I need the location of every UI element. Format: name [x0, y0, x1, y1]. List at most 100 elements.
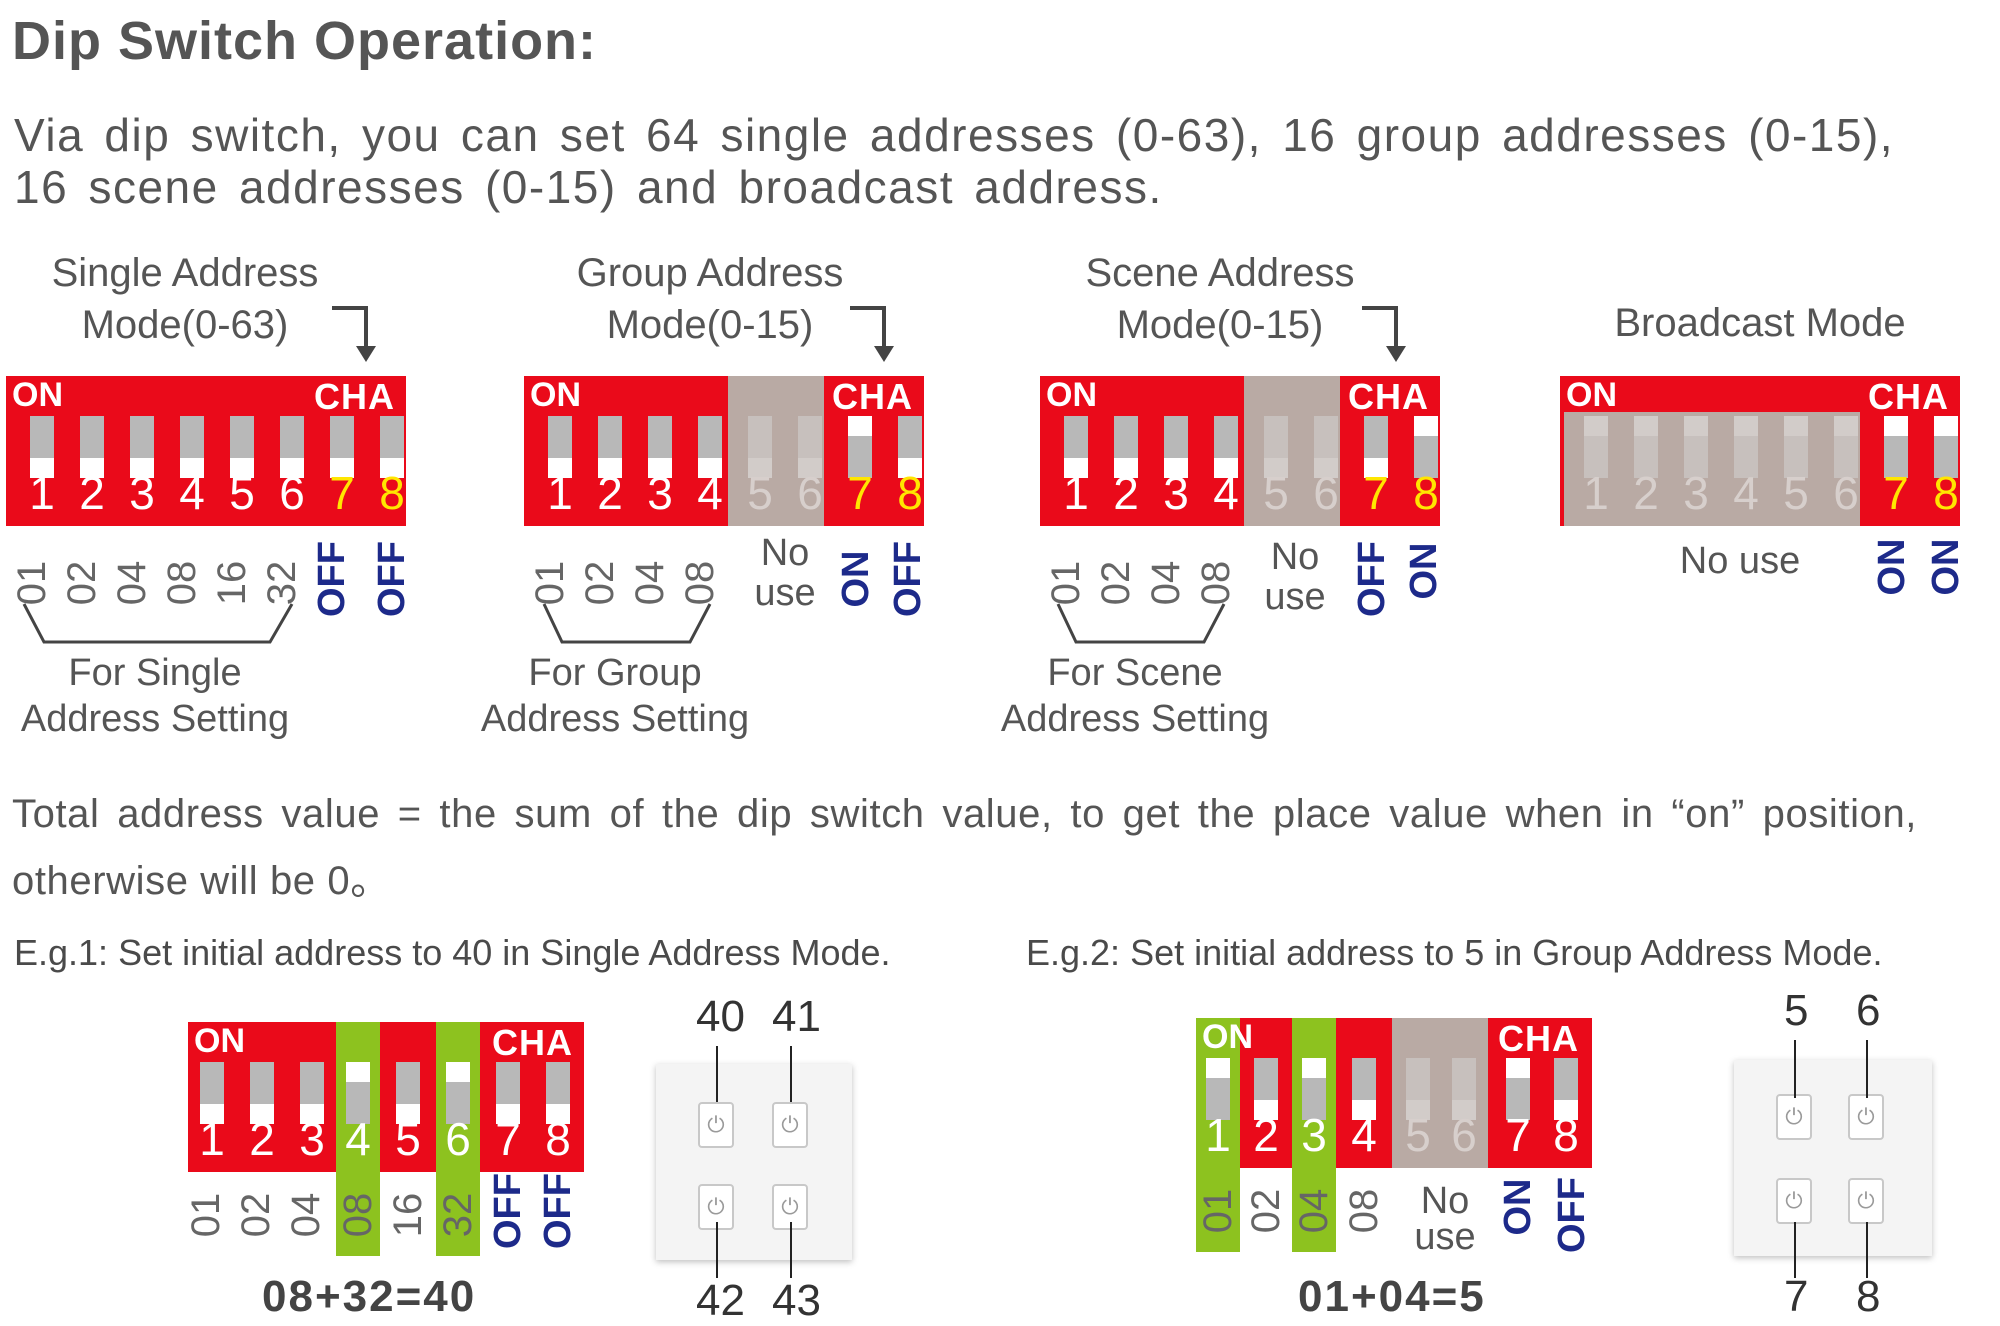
switch-2	[598, 416, 622, 478]
example-2-dip-switch: ON CHA 1 2 3 4 5 6 7 8	[1196, 1018, 1592, 1168]
switch-8	[546, 1062, 570, 1124]
switch-number: 1	[1583, 467, 1609, 519]
switch-7	[848, 416, 872, 478]
switch-4	[346, 1062, 370, 1124]
switch-5	[230, 416, 254, 478]
switch-1	[1206, 1058, 1230, 1120]
dip-cha-label: CHA	[1868, 376, 1949, 417]
switch-number: 5	[1263, 467, 1289, 519]
switch-8-state: ON	[1925, 538, 1967, 596]
power-icon: ⏻	[1785, 1188, 1803, 1213]
dip-on-label: ON	[12, 376, 63, 414]
switch-number: 7	[1883, 467, 1909, 519]
switch-number: 2	[79, 467, 105, 519]
group-bracket	[542, 603, 712, 644]
leader-line	[1794, 1222, 1796, 1278]
switch-value: 08	[336, 1192, 380, 1238]
switch-6	[798, 416, 822, 478]
scene-mode-title-line2: Mode(0-15)	[1116, 303, 1324, 347]
panel-label-bottom-left: 7	[1784, 1272, 1809, 1321]
no-use-label-line1: No	[1420, 1180, 1470, 1222]
switch-8	[1554, 1058, 1578, 1120]
for-group-line1: For Group	[528, 652, 702, 694]
switch-number: 1	[29, 467, 55, 519]
switch-2	[80, 416, 104, 478]
switch-number: 4	[697, 467, 723, 519]
switch-number: 2	[1253, 1109, 1279, 1161]
switch-number: 3	[1683, 467, 1709, 519]
switch-number: 3	[299, 1113, 325, 1165]
switch-number: 2	[249, 1113, 275, 1165]
panel-label-top-left: 5	[1784, 986, 1809, 1035]
switch-value: 02	[1244, 1188, 1288, 1234]
scene-bracket	[1056, 603, 1226, 644]
switch-value: 01	[184, 1192, 228, 1238]
broadcast-mode-dip-switch: ON CHA 1 2 3 4 5 6 7 8	[1560, 376, 1960, 526]
switch-3	[1164, 416, 1188, 478]
switch-number: 6	[1833, 467, 1859, 519]
switch-1	[1064, 416, 1088, 478]
arrow-down-right-icon	[850, 306, 894, 362]
switch-6	[446, 1062, 470, 1124]
switch-1	[30, 416, 54, 478]
switch-6	[280, 416, 304, 478]
unused-area	[1564, 412, 1860, 526]
switch-7-state: OFF	[311, 541, 353, 617]
leader-line	[790, 1222, 792, 1278]
example-2-text: E.g.2: Set initial address to 5 in Group…	[1026, 932, 1883, 973]
leader-line	[716, 1222, 718, 1278]
switch-number: 2	[1113, 467, 1139, 519]
switch-7-state: OFF	[1351, 541, 1393, 617]
switch-number: 8	[1933, 467, 1959, 519]
switch-3	[300, 1062, 324, 1124]
switch-number: 4	[345, 1113, 371, 1165]
switch-number: 4	[1351, 1109, 1377, 1161]
switch-value: 08	[1342, 1188, 1386, 1234]
switch-number: 1	[1063, 467, 1089, 519]
switch-2	[1254, 1058, 1278, 1120]
highlight-value-08	[336, 1172, 380, 1256]
switch-8	[380, 416, 404, 478]
switch-value: 04	[284, 1192, 328, 1238]
switch-6	[1452, 1058, 1476, 1120]
scene-mode-dip-switch: ON CHA 1 2 3 4 5 6 7 8	[1040, 376, 1440, 526]
single-mode-title-line2: Mode(0-63)	[81, 303, 289, 347]
switch-8-state: ON	[1403, 542, 1445, 600]
switch-value: 04	[1292, 1188, 1336, 1234]
dip-cha-label: CHA	[492, 1022, 573, 1063]
switch-8-state: OFF	[887, 541, 929, 617]
example-2-equation: 01+04=5	[1298, 1272, 1486, 1321]
switch-value: 02	[234, 1192, 278, 1238]
switch-8	[1934, 416, 1958, 478]
for-scene-line2: Address Setting	[1000, 698, 1270, 740]
switch-1	[200, 1062, 224, 1124]
single-mode-title-line1: Single Address	[51, 251, 319, 295]
highlight-value-01	[1196, 1168, 1240, 1252]
for-single-line2: Address Setting	[20, 698, 290, 740]
switch-number: 6	[1451, 1109, 1477, 1161]
no-use-label-line1: No	[1270, 536, 1320, 578]
switch-value: 32	[436, 1192, 480, 1238]
panel-label-bottom-right: 8	[1856, 1272, 1881, 1321]
switch-8-state: OFF	[371, 541, 413, 617]
broadcast-mode-title: Broadcast Mode	[1614, 301, 1906, 345]
power-icon: ⏻	[707, 1112, 725, 1137]
panel-button: ⏻	[1848, 1178, 1884, 1224]
switch-6	[1314, 416, 1338, 478]
switch-7	[1506, 1058, 1530, 1120]
switch-number: 5	[1405, 1109, 1431, 1161]
switch-number: 7	[1505, 1109, 1531, 1161]
switch-number: 1	[547, 467, 573, 519]
switch-3	[1302, 1058, 1326, 1120]
dip-cha-label: CHA	[314, 376, 395, 417]
switch-2	[250, 1062, 274, 1124]
switch-number: 7	[1363, 467, 1389, 519]
switch-number: 5	[747, 467, 773, 519]
switch-number: 2	[1633, 467, 1659, 519]
leader-line	[1866, 1040, 1868, 1098]
leader-line	[716, 1046, 718, 1102]
switch-7	[1884, 416, 1908, 478]
dip-cha-label: CHA	[832, 376, 913, 417]
power-icon: ⏻	[707, 1194, 725, 1219]
intro-line-1: Via dip switch, you can set 64 single ad…	[14, 109, 1895, 161]
